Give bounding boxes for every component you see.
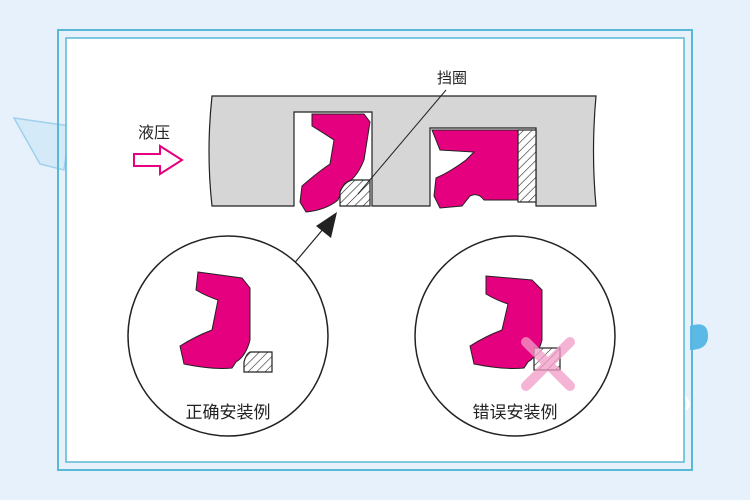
wrong-cross-icon bbox=[521, 337, 575, 391]
correct-example-retaining-ring bbox=[243, 351, 273, 373]
right-retaining-ring bbox=[517, 129, 537, 203]
right-groove-assembly bbox=[431, 129, 537, 209]
magnify-pointer-arrow-icon bbox=[316, 212, 337, 238]
correct-example-detail: 正确安装例 bbox=[127, 235, 329, 437]
pressure-arrow-icon bbox=[133, 144, 184, 176]
background-decoration bbox=[12, 117, 708, 411]
correct-example-caption: 正确安装例 bbox=[186, 403, 271, 423]
left-groove-seal bbox=[299, 113, 371, 213]
wrong-example-detail: 错误安装例 bbox=[414, 235, 616, 437]
housing-cross-section bbox=[208, 95, 597, 207]
magnify-pointer-line bbox=[291, 227, 325, 267]
wrong-example-caption: 错误安装例 bbox=[473, 403, 558, 423]
retaining-ring-leader-line bbox=[357, 89, 447, 195]
hydraulic-pressure-label: 液压 bbox=[138, 123, 170, 142]
right-groove-seal bbox=[431, 129, 519, 209]
correct-example-seal bbox=[179, 271, 251, 369]
retaining-ring-label: 挡圈 bbox=[437, 69, 467, 87]
outer-frame bbox=[57, 29, 693, 471]
left-retaining-ring bbox=[339, 179, 371, 207]
left-groove-assembly bbox=[299, 113, 371, 213]
